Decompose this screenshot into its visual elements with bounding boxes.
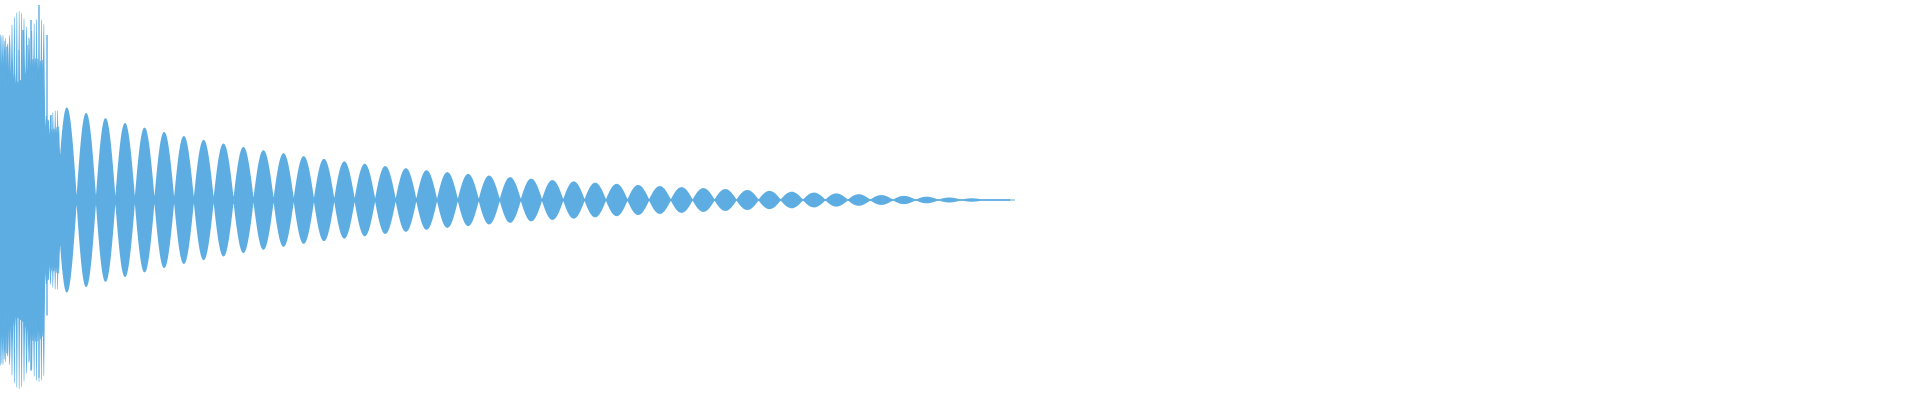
waveform-fill — [0, 11, 1011, 389]
